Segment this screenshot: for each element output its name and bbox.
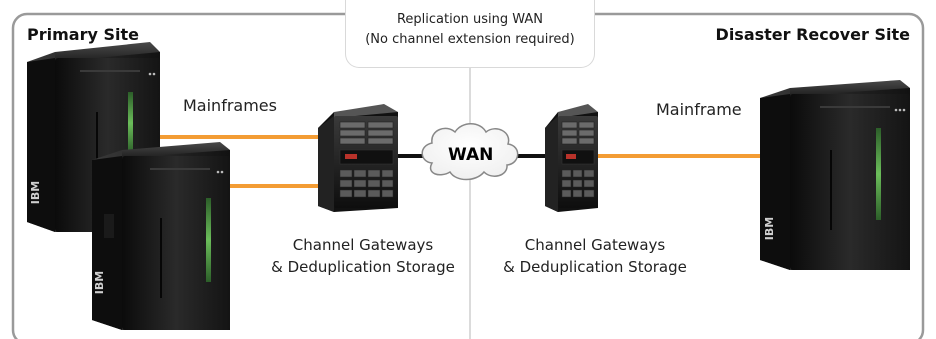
mainframe-badge-primary-front: IBM: [93, 270, 107, 295]
gateway-caption-right: Channel Gateways & Deduplication Storage: [482, 234, 708, 278]
dr-site-title: Disaster Recover Site: [715, 25, 910, 44]
mainframes-label: Mainframes: [183, 96, 277, 115]
gateway-server-icon-right: [545, 104, 598, 212]
gateway-caption-left-line2: & Deduplication Storage: [271, 258, 455, 276]
gateway-caption-left: Channel Gateways & Deduplication Storage: [250, 234, 476, 278]
wan-cloud-icon: [421, 123, 519, 181]
mainframe-badge-dr: IBM: [763, 216, 777, 241]
gateway-caption-right-line1: Channel Gateways: [524, 236, 666, 254]
mainframe-label: Mainframe: [656, 100, 742, 119]
gateway-server-icon-left: [318, 104, 398, 212]
replication-note-line2: (No channel extension required): [365, 32, 575, 47]
mainframe-icon-dr: [760, 80, 910, 270]
replication-note: Replication using WAN (No channel extens…: [345, 0, 595, 68]
gateway-caption-left-line1: Channel Gateways: [292, 236, 434, 254]
mainframe-badge-primary-back: IBM: [29, 180, 43, 205]
replication-note-line1: Replication using WAN: [396, 12, 544, 27]
mainframe-icon-primary-front: [92, 142, 230, 330]
primary-site-title: Primary Site: [27, 25, 139, 44]
gateway-caption-right-line2: & Deduplication Storage: [503, 258, 687, 276]
wan-label: WAN: [448, 145, 494, 165]
